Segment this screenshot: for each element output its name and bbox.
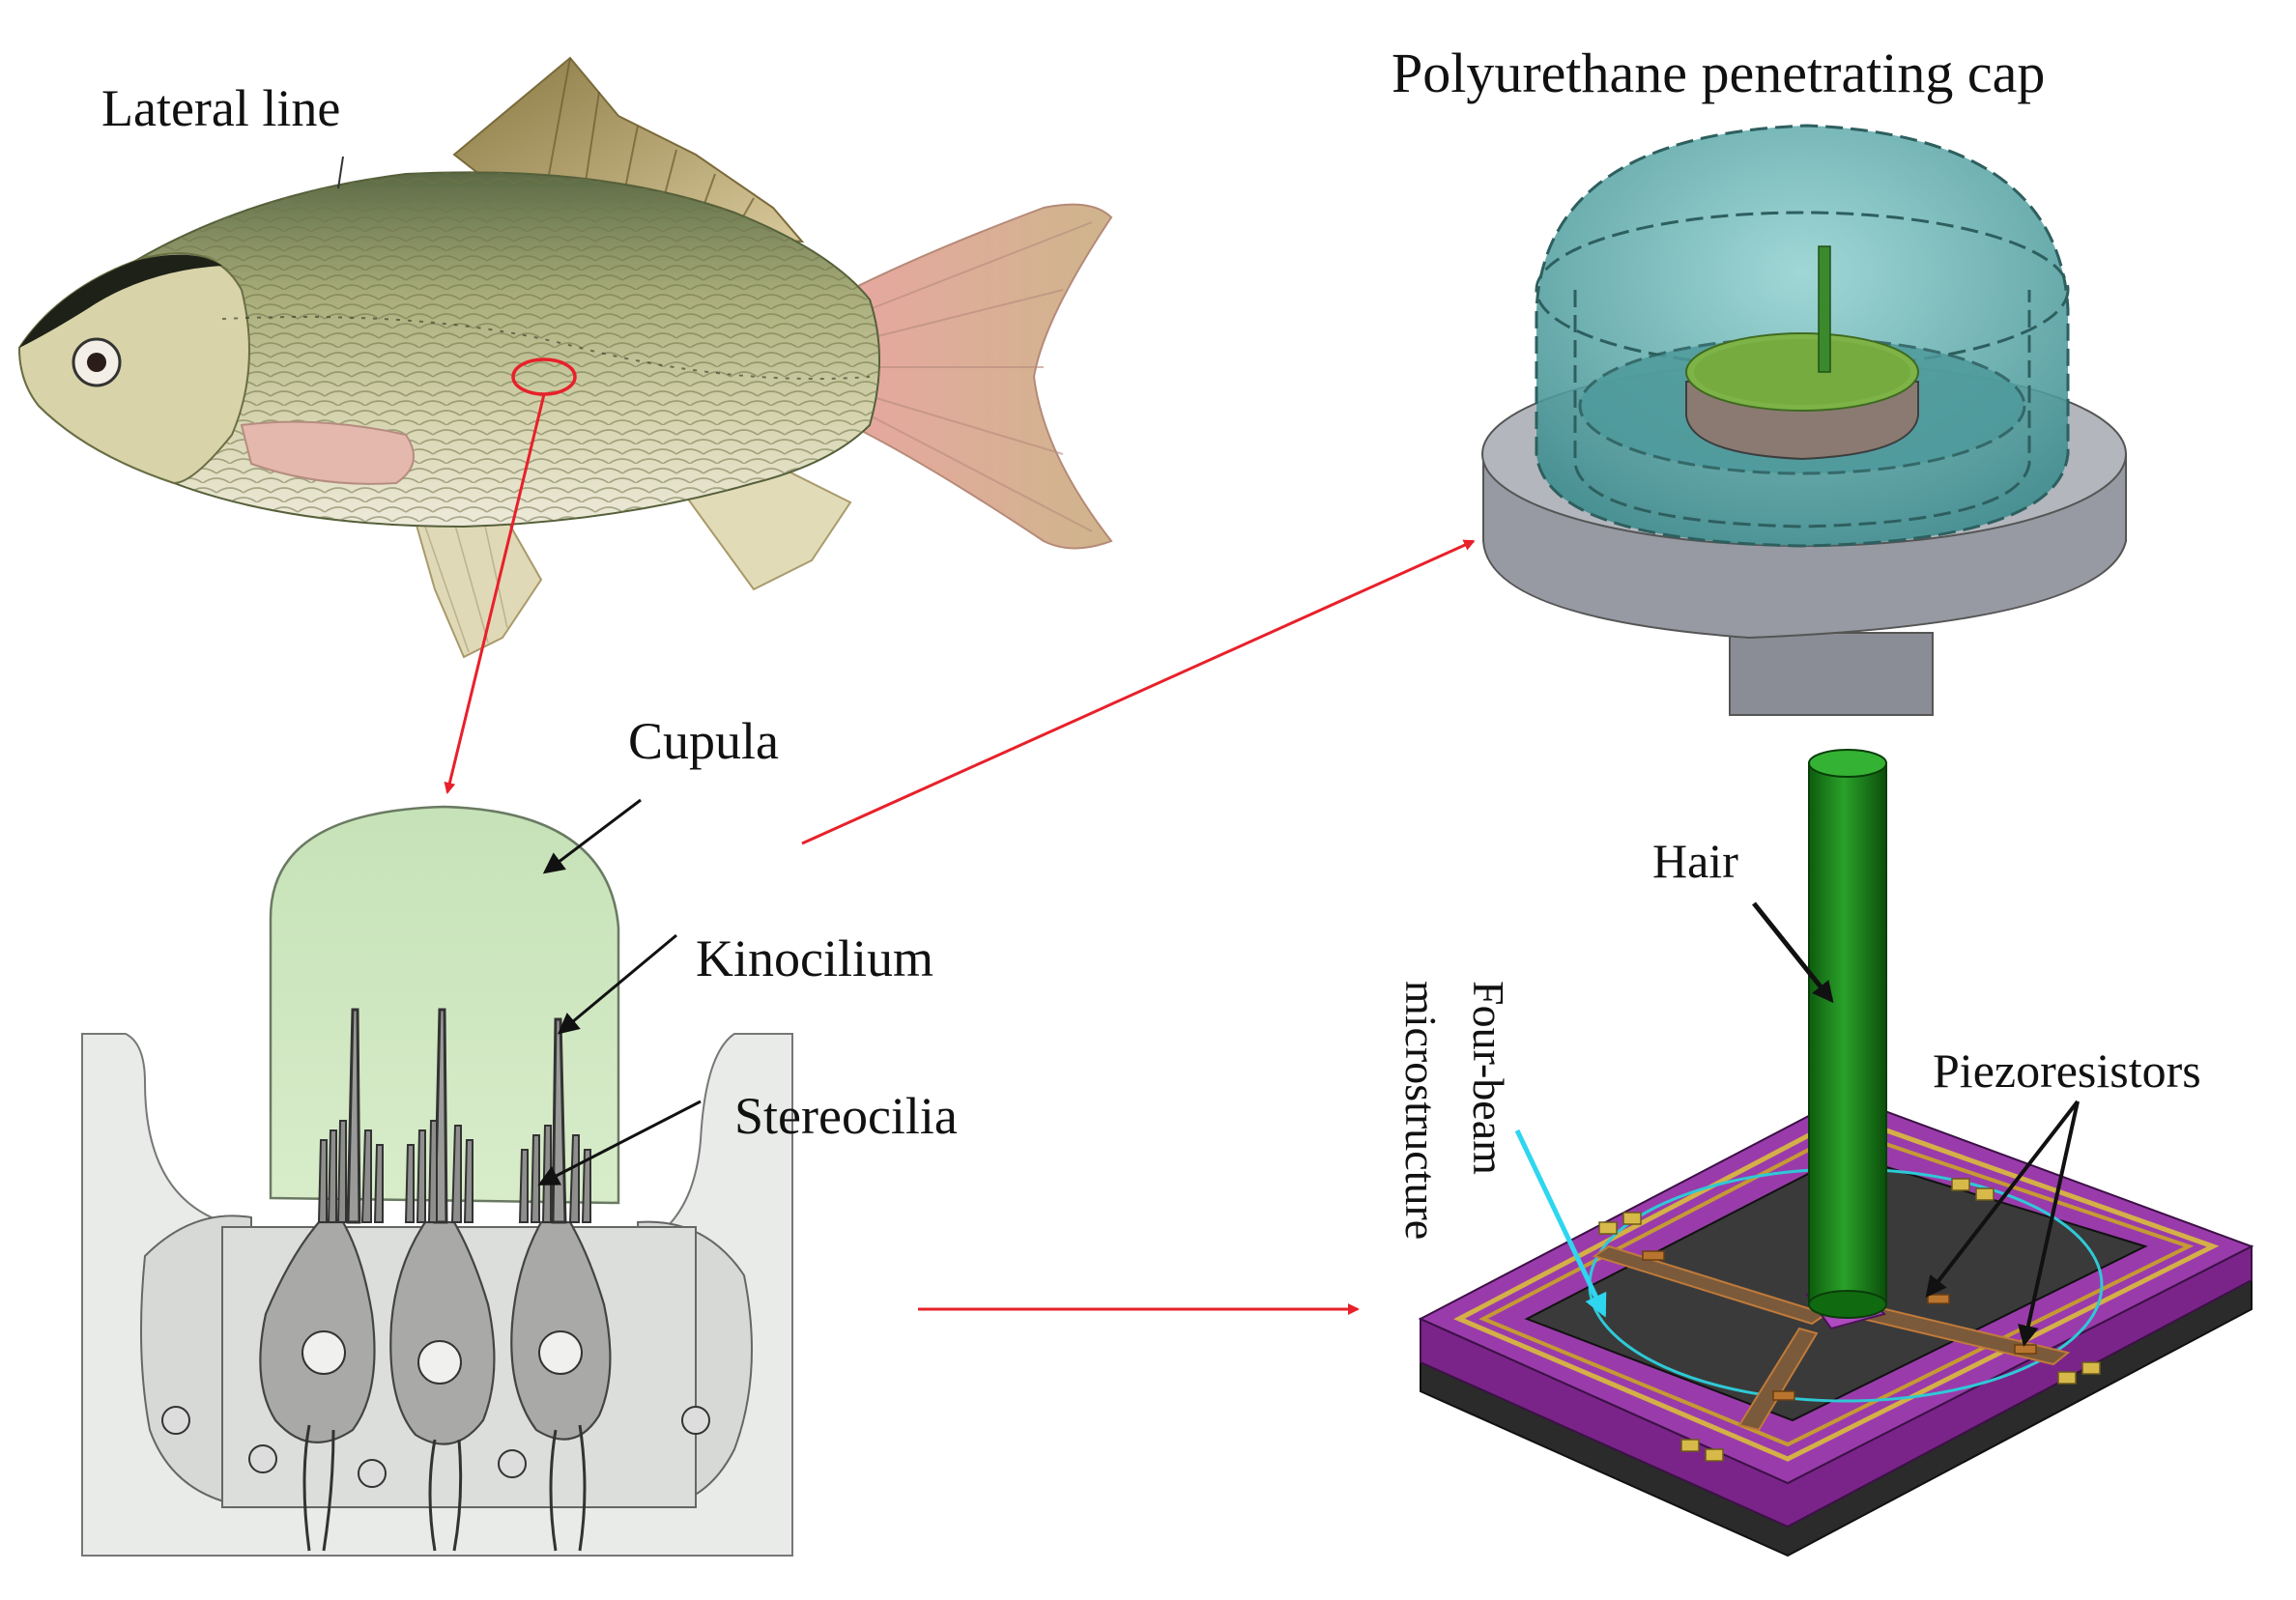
neuromast-illustration bbox=[81, 805, 793, 1557]
contact-pad bbox=[1705, 1448, 1724, 1462]
contact-pad bbox=[2081, 1361, 2101, 1375]
labels: Lateral line Polyurethane penetrating ca… bbox=[101, 42, 2201, 1240]
nucleus bbox=[301, 1330, 346, 1375]
piezoresistor bbox=[2014, 1344, 2037, 1355]
label-microstructure: microstructure bbox=[1396, 981, 1446, 1240]
pelvic-fin bbox=[414, 510, 543, 659]
nucleus bbox=[681, 1406, 710, 1435]
pectoral-fin bbox=[240, 420, 415, 485]
fish-head bbox=[17, 252, 250, 485]
connector-arrows bbox=[444, 393, 2080, 1347]
label-cupula: Cupula bbox=[628, 712, 779, 770]
piezoresistor bbox=[1927, 1294, 1950, 1304]
piezoresistor bbox=[1642, 1250, 1665, 1261]
kinocilium bbox=[346, 1008, 361, 1224]
label-kinocilium: Kinocilium bbox=[696, 929, 933, 987]
contact-pad bbox=[1622, 1212, 1642, 1225]
arrow-cupula bbox=[542, 798, 642, 874]
beam bbox=[1592, 1244, 1829, 1326]
label-polyurethane-cap: Polyurethane penetrating cap bbox=[1392, 42, 2045, 104]
polyurethane-cap-illustration bbox=[1481, 124, 2127, 716]
hair-pillar bbox=[1808, 762, 1887, 1305]
nucleus bbox=[417, 1340, 462, 1385]
arrow-piezoresistor-2 bbox=[2018, 1100, 2080, 1347]
contact-pad bbox=[1598, 1221, 1618, 1235]
contact-pad bbox=[1951, 1178, 1970, 1191]
arrow-four-beam bbox=[1514, 1129, 1607, 1318]
stereocilia-bundle bbox=[518, 1125, 591, 1223]
cap-hair bbox=[1818, 245, 1831, 373]
cap-stem bbox=[1729, 632, 1934, 716]
nucleus bbox=[161, 1406, 190, 1435]
fish-illustration bbox=[17, 56, 1113, 659]
hair-cell bbox=[389, 1220, 496, 1445]
label-stereocilia: Stereocilia bbox=[734, 1087, 958, 1145]
nucleus bbox=[498, 1449, 527, 1478]
stereocilia-bundle bbox=[404, 1120, 474, 1223]
arrow-neuromast-to-cap bbox=[801, 539, 1476, 845]
label-piezoresistors: Piezoresistors bbox=[1933, 1043, 2201, 1098]
label-hair: Hair bbox=[1652, 834, 1738, 888]
label-four-beam: Four-beam bbox=[1464, 981, 1513, 1175]
arrow-piezoresistor-1 bbox=[1925, 1100, 2080, 1299]
hair-pillar-top bbox=[1808, 749, 1887, 778]
piezoresistor bbox=[1772, 1390, 1795, 1401]
arrow-kinocilium bbox=[557, 933, 677, 1035]
arrow-hair bbox=[1752, 901, 1834, 1004]
nucleus bbox=[358, 1459, 387, 1488]
stereocilia-bundle bbox=[317, 1120, 384, 1223]
lateral-line-pointer bbox=[337, 156, 344, 189]
label-lateral-line: Lateral line bbox=[101, 79, 340, 137]
nucleus bbox=[248, 1444, 277, 1473]
arrow-stereocilia bbox=[537, 1100, 702, 1186]
nucleus bbox=[538, 1330, 583, 1375]
sensor-chip-illustration bbox=[1418, 749, 2254, 1557]
contact-pad bbox=[2057, 1371, 2077, 1385]
contact-pad bbox=[1680, 1439, 1700, 1452]
arrow-fish-to-neuromast bbox=[444, 393, 546, 794]
contact-pad bbox=[1975, 1187, 1995, 1201]
tail-fin bbox=[849, 203, 1113, 550]
